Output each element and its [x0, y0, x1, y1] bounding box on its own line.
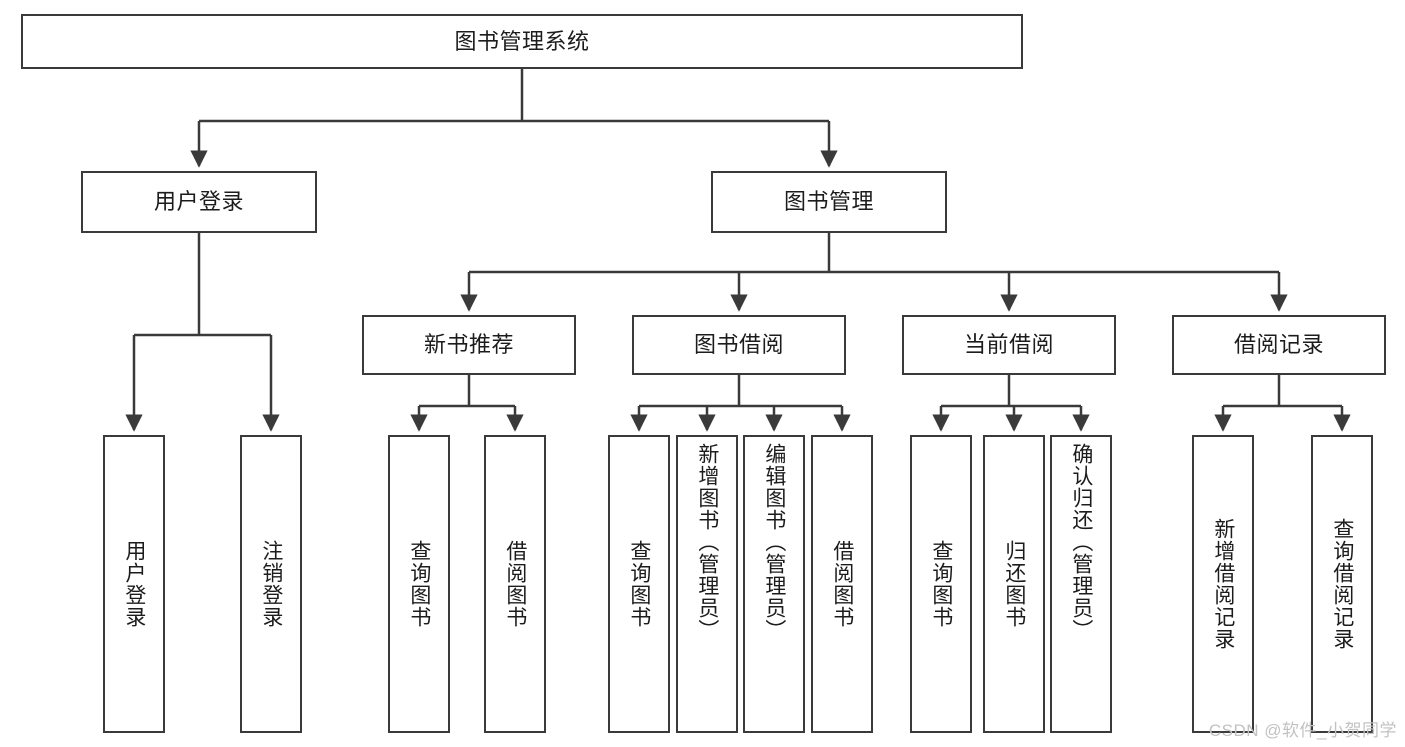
- node-leaf-current-query-book[interactable]: 查询图书: [910, 435, 972, 733]
- node-label: 用户登录: [122, 540, 146, 628]
- node-leaf-user-logout[interactable]: 注销登录: [240, 435, 302, 733]
- node-leaf-current-return-book[interactable]: 归还图书: [983, 435, 1045, 733]
- node-book-borrow[interactable]: 图书借阅: [632, 315, 846, 375]
- node-leaf-borrow-query-book[interactable]: 查询图书: [608, 435, 670, 733]
- node-label: 图书借阅: [693, 332, 784, 358]
- node-leaf-user-login[interactable]: 用户登录: [103, 435, 165, 733]
- node-label: 确认归还（管理员）: [1069, 443, 1093, 641]
- node-new-book-recommend[interactable]: 新书推荐: [362, 315, 576, 375]
- node-label: 图书管理系统: [454, 28, 590, 54]
- node-current-borrow[interactable]: 当前借阅: [902, 315, 1116, 375]
- node-label: 归还图书: [1002, 540, 1026, 628]
- node-book-management-branch[interactable]: 图书管理: [711, 171, 947, 233]
- node-label: 注销登录: [259, 540, 283, 628]
- node-leaf-current-confirm-return-admin[interactable]: 确认归还（管理员）: [1050, 435, 1112, 733]
- node-borrow-record[interactable]: 借阅记录: [1172, 315, 1386, 375]
- node-label: 新增借阅记录: [1211, 518, 1235, 650]
- node-label: 新书推荐: [423, 332, 514, 358]
- node-root-system[interactable]: 图书管理系统: [21, 14, 1023, 69]
- node-label: 当前借阅: [963, 332, 1054, 358]
- csdn-watermark: CSDN @软件_小贺同学: [1208, 721, 1397, 740]
- node-label: 用户登录: [153, 189, 244, 215]
- node-user-login-branch[interactable]: 用户登录: [81, 171, 317, 233]
- node-label: 查询借阅记录: [1330, 518, 1354, 650]
- node-label: 借阅图书: [503, 540, 527, 628]
- node-label: 借阅图书: [830, 540, 854, 628]
- node-leaf-new-borrow-book[interactable]: 借阅图书: [484, 435, 546, 733]
- node-label: 查询图书: [929, 540, 953, 628]
- node-leaf-borrow-edit-book-admin[interactable]: 编辑图书（管理员）: [743, 435, 805, 733]
- node-label: 查询图书: [407, 540, 431, 628]
- node-label: 查询图书: [627, 540, 651, 628]
- node-label: 图书管理: [783, 189, 874, 215]
- node-leaf-record-add[interactable]: 新增借阅记录: [1192, 435, 1254, 733]
- node-leaf-new-query-book[interactable]: 查询图书: [388, 435, 450, 733]
- node-leaf-borrow-add-book-admin[interactable]: 新增图书（管理员）: [676, 435, 738, 733]
- node-label: 编辑图书（管理员）: [762, 443, 786, 641]
- node-label: 借阅记录: [1233, 332, 1324, 358]
- node-leaf-borrow-lend-book[interactable]: 借阅图书: [811, 435, 873, 733]
- node-label: 新增图书（管理员）: [695, 443, 719, 641]
- node-leaf-record-query[interactable]: 查询借阅记录: [1311, 435, 1373, 733]
